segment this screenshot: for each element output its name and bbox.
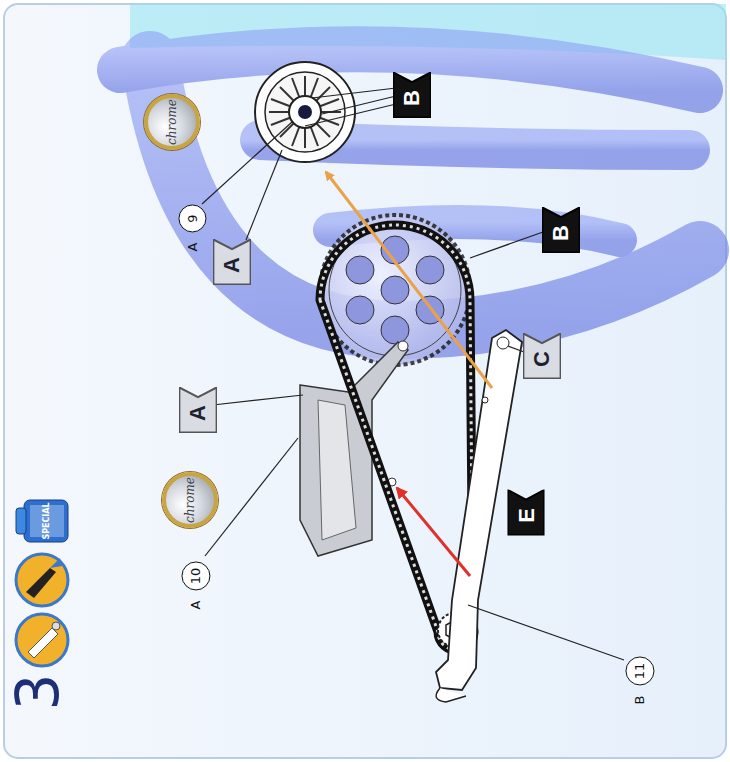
callout-number: 9: [178, 205, 206, 233]
flag-outline: [542, 207, 579, 252]
chrome-badge: chrome: [162, 472, 218, 528]
flag-outline: [179, 387, 216, 432]
flag-outline: [213, 239, 250, 284]
finish-label: chrome: [165, 99, 179, 145]
flag-outline: [523, 333, 560, 378]
chain-guard-bracket: [300, 341, 408, 556]
flag-outline: [393, 72, 430, 117]
group-letter: A: [184, 243, 199, 252]
callout: B 11: [625, 656, 654, 704]
assembly-arrow: [326, 172, 492, 388]
tool-icons: [16, 500, 68, 666]
leader-lines: [202, 88, 624, 660]
letter-flag: A: [213, 239, 251, 285]
letter-flag: B: [393, 72, 431, 118]
glue-label: SPECIAL: [42, 502, 50, 539]
letter-flag: E: [508, 489, 545, 535]
letter-flag: A: [179, 387, 217, 433]
callout: A9: [178, 205, 206, 252]
part-letter: A: [219, 257, 245, 273]
part-letter: C: [529, 351, 555, 367]
letter-flag: C: [523, 333, 561, 379]
assembly-arrow: [397, 488, 470, 576]
rear-sprocket: [320, 215, 470, 365]
panel: [4, 4, 726, 758]
part-letter: B: [548, 225, 574, 241]
wheel-hub: [255, 62, 355, 162]
callout-number: 10: [181, 561, 210, 590]
step-number: 3: [9, 674, 67, 711]
letter-flag: B: [542, 207, 580, 253]
flag-outline: [508, 489, 544, 534]
callout: A 10: [181, 561, 210, 609]
chain: [320, 225, 474, 650]
part-letter: A: [185, 405, 211, 421]
finish-label: chrome: [183, 477, 197, 523]
group-letter: A: [188, 600, 203, 609]
callout-number: 11: [625, 656, 654, 685]
part-letter: E: [513, 508, 539, 523]
part-letter: B: [399, 90, 425, 106]
chrome-badge: chrome: [144, 94, 200, 150]
group-letter: B: [632, 695, 647, 704]
